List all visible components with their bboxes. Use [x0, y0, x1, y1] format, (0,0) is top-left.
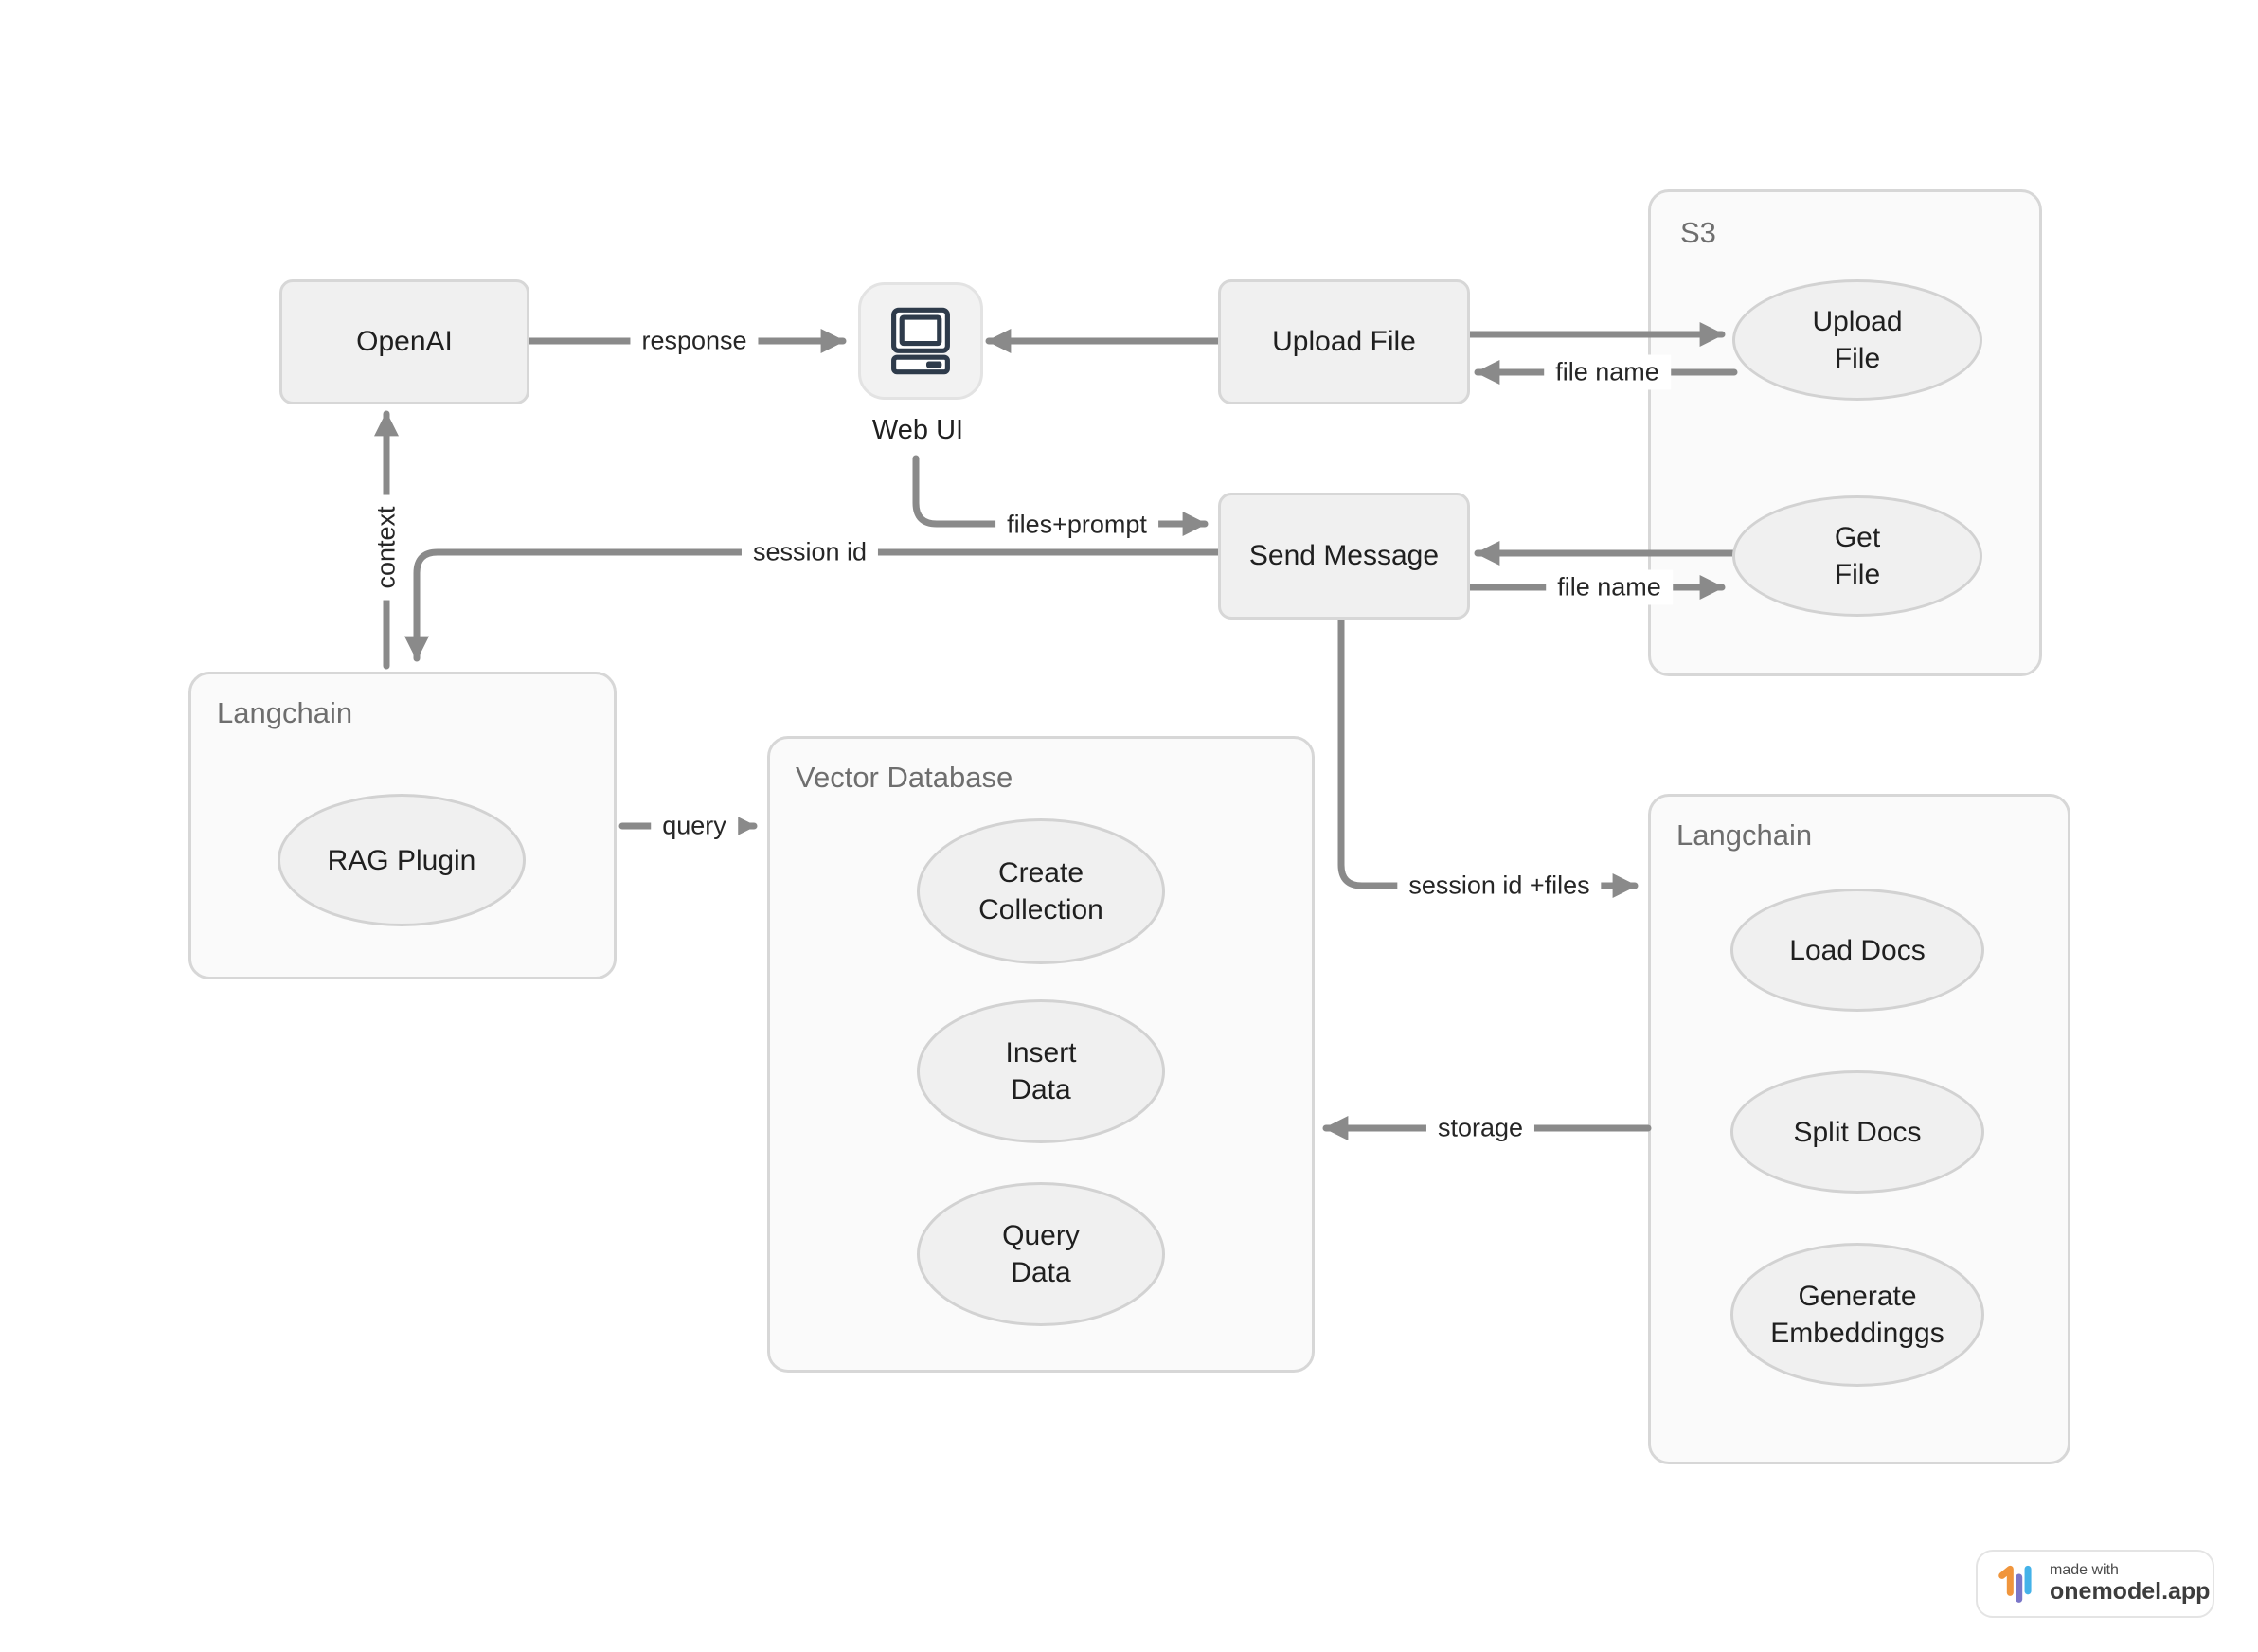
node-upload-file-label: Upload File [1272, 326, 1416, 357]
onemodel-logo-icon [1998, 1565, 2032, 1603]
edge-label-query: query [651, 808, 738, 844]
edge-label-session-id: session id [741, 534, 879, 570]
ellipse-insert-data-label: Insert Data [1005, 1037, 1077, 1105]
node-webui[interactable] [858, 282, 983, 400]
edge-session-id [404, 548, 1222, 662]
container-s3-label: S3 [1680, 216, 1716, 249]
node-send-message-label: Send Message [1248, 540, 1440, 571]
ellipse-load-docs-label: Load Docs [1789, 934, 1926, 966]
ellipse-query-data[interactable]: Query Data [917, 1182, 1165, 1326]
ellipse-create-collection-label: Create Collection [978, 857, 1103, 925]
badge-brand: onemodel.app [2050, 1578, 2211, 1606]
node-openai[interactable]: OpenAI [279, 279, 529, 404]
ellipse-create-collection[interactable]: Create Collection [917, 818, 1165, 964]
ellipse-insert-data[interactable]: Insert Data [917, 999, 1165, 1143]
ellipse-generate-embeddings[interactable]: Generate Embeddinggs [1730, 1243, 1984, 1387]
edge-label-context: context [368, 494, 404, 601]
ellipse-s3-upload-file-label: Upload File [1812, 306, 1903, 374]
ellipse-split-docs[interactable]: Split Docs [1730, 1070, 1984, 1194]
edge-label-file-name-upload: file name [1544, 354, 1671, 390]
ellipse-split-docs-label: Split Docs [1793, 1116, 1922, 1148]
node-webui-label: Web UI [871, 415, 964, 445]
onemodel-badge[interactable]: made with onemodel.app [1976, 1550, 2214, 1618]
ellipse-load-docs[interactable]: Load Docs [1730, 889, 1984, 1012]
node-upload-file[interactable]: Upload File [1218, 279, 1470, 404]
ellipse-generate-embeddings-label: Generate Embeddinggs [1770, 1281, 1944, 1349]
ellipse-s3-get-file-label: Get File [1834, 522, 1881, 590]
ellipse-s3-upload-file[interactable]: Upload File [1732, 279, 1982, 401]
container-langchain-left-label: Langchain [217, 696, 353, 729]
container-vector-database-label: Vector Database [796, 761, 1013, 794]
edge-files-prompt [912, 455, 1209, 536]
node-send-message[interactable]: Send Message [1218, 493, 1470, 620]
badge-made-with: made with [2050, 1562, 2119, 1579]
edge-label-storage: storage [1425, 1110, 1535, 1146]
ellipse-rag-plugin-label: RAG Plugin [327, 844, 476, 876]
container-langchain-right-label: Langchain [1676, 818, 1813, 852]
edge-label-file-name-get: file name [1546, 569, 1673, 605]
ellipse-rag-plugin[interactable]: RAG Plugin [278, 794, 526, 926]
ellipse-query-data-label: Query Data [1002, 1220, 1080, 1288]
edge-label-files-prompt: files+prompt [995, 507, 1158, 543]
ellipse-s3-get-file[interactable]: Get File [1732, 495, 1982, 617]
node-openai-label: OpenAI [356, 326, 453, 357]
computer-icon [891, 307, 950, 375]
edge-session-id-files [1337, 610, 1639, 898]
edge-label-session-id-files: session id +files [1397, 868, 1602, 904]
onemodel-badge-text: made with onemodel.app [2050, 1562, 2210, 1605]
edge-label-response: response [630, 323, 759, 359]
